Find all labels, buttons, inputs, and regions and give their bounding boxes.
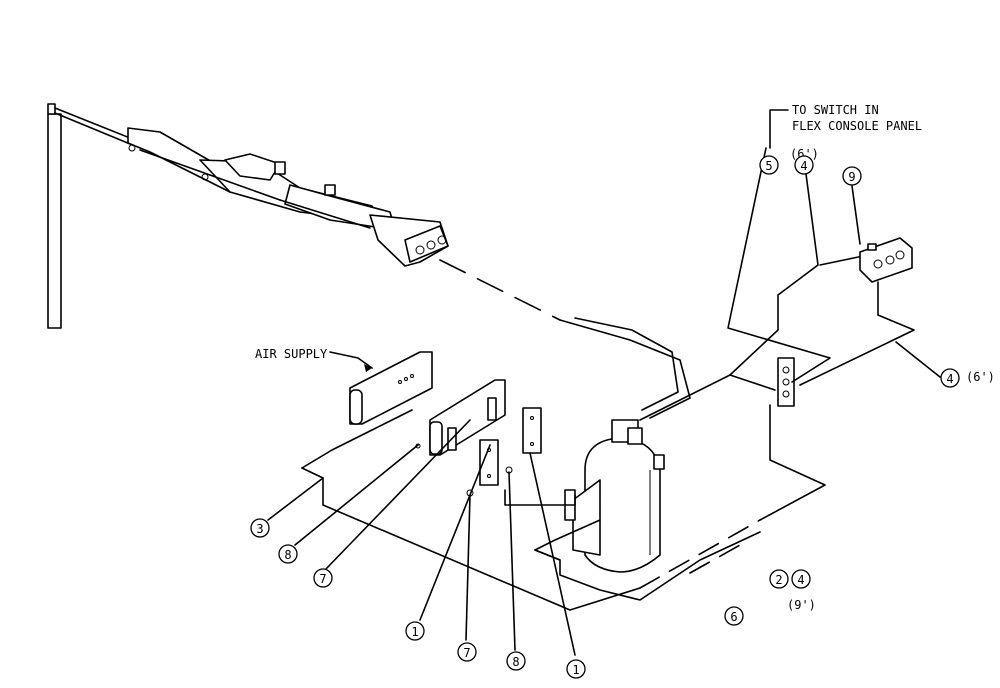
harness-main	[301, 467, 641, 611]
air-supply-block	[349, 351, 433, 425]
svg-text:4: 4	[800, 159, 807, 173]
svg-text:5: 5	[765, 159, 772, 173]
dashed-hose	[439, 259, 561, 321]
bracket-plate-1	[522, 407, 542, 454]
boom-assembly	[47, 103, 449, 329]
svg-text:8: 8	[284, 548, 291, 562]
callout-1-left: 1	[405, 621, 425, 641]
switch-note-leader	[769, 109, 789, 149]
wire-5	[727, 147, 831, 383]
callout-4-right: 4	[940, 368, 960, 388]
callout-5: 5	[759, 155, 779, 175]
callout-1-right: 1	[566, 659, 586, 679]
junction-plate	[777, 357, 795, 407]
svg-text:9: 9	[848, 170, 855, 184]
svg-text:4: 4	[946, 372, 953, 386]
callout-7-left: 7	[313, 568, 333, 588]
svg-text:7: 7	[463, 646, 470, 660]
console-switch-panel	[859, 237, 913, 283]
callout-3: 3	[250, 518, 270, 538]
length-6ft-right: (6')	[966, 370, 995, 384]
callout-4-top: 4	[794, 155, 814, 175]
switch-note-line2: FLEX CONSOLE PANEL	[792, 119, 922, 133]
air-supply-label: AIR SUPPLY	[255, 347, 328, 361]
harness-3	[301, 409, 413, 469]
svg-text:4: 4	[797, 573, 804, 587]
callout-8-bottom: 8	[506, 651, 526, 671]
svg-text:3: 3	[256, 522, 263, 536]
callout-9: 9	[842, 166, 862, 186]
svg-text:7: 7	[319, 572, 326, 586]
mast-pole	[47, 113, 62, 329]
svg-text:8: 8	[512, 655, 519, 669]
wire-4	[799, 281, 915, 386]
air-tank	[564, 419, 665, 573]
svg-text:2: 2	[775, 573, 782, 587]
callout-8-left: 8	[278, 544, 298, 564]
svg-text:1: 1	[572, 663, 579, 677]
callout-4-bottom: 4	[791, 569, 811, 589]
callout-2: 2	[769, 569, 789, 589]
hose-to-tank	[559, 319, 691, 419]
mounting-bracket	[429, 379, 506, 456]
callout-7-bottom: 7	[457, 642, 477, 662]
svg-text:1: 1	[411, 625, 418, 639]
callout-6: 6	[724, 606, 744, 626]
switch-note-line1: TO SWITCH IN	[792, 103, 879, 117]
length-9ft: (9')	[787, 598, 816, 612]
svg-text:6: 6	[730, 610, 737, 624]
air-supply-leader	[329, 351, 373, 369]
bracket-plate-2	[479, 439, 499, 486]
length-6ft-top: (6')	[790, 147, 819, 161]
